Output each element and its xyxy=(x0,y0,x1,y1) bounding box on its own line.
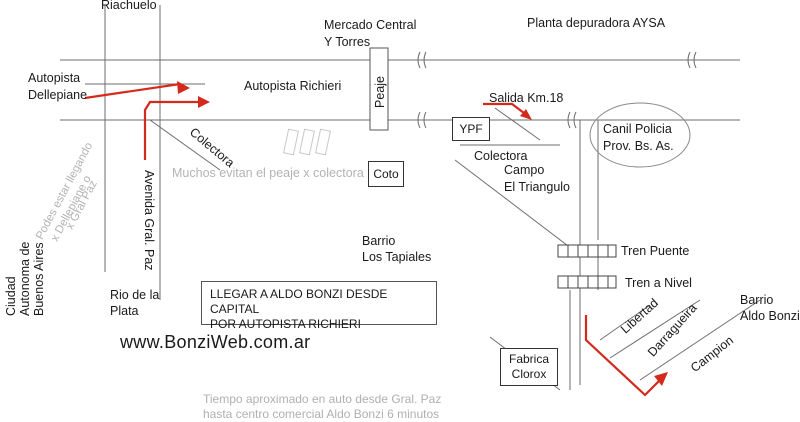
label-peaje: Peaje xyxy=(373,76,387,108)
route-bonzi xyxy=(584,315,661,397)
route-gral-paz xyxy=(143,100,200,160)
note-line-1: Tiempo aproximado en auto desde Gral. Pa… xyxy=(203,392,442,406)
route-salida xyxy=(483,102,529,117)
label-plata: Plata xyxy=(110,304,139,318)
label-ciudad: Ciudad xyxy=(4,276,18,316)
label-los-tapiales: Los Tapiales xyxy=(362,250,432,264)
road-colectora-diag xyxy=(149,119,221,171)
label-autonoma-de: Autonoma de xyxy=(18,241,32,316)
label-riachuelo: Riachuelo xyxy=(101,0,157,12)
label-mercado-central: Mercado Central xyxy=(324,18,417,32)
route-dellepiane xyxy=(84,82,181,100)
label-el-triangulo: El Triangulo xyxy=(504,180,571,194)
toll-booth xyxy=(369,47,389,131)
label-muchos-evitan: Muchos evitan el peaje x colectora xyxy=(172,166,364,180)
ypf-station: YPF xyxy=(452,117,490,141)
arrow-gral-paz xyxy=(198,96,210,108)
label-canil-policia: Canil Policia xyxy=(603,122,672,136)
label-prov-bs-as: Prov. Bs. As. xyxy=(603,139,674,153)
arrow-bonzi xyxy=(654,372,668,386)
arrow-salida xyxy=(520,109,532,120)
title-box: LLEGAR A ALDO BONZI DESDE CAPITAL POR AU… xyxy=(201,281,437,331)
label-rio-de-la: Rio de la xyxy=(110,288,160,302)
label-salida-km18: Salida Km.18 xyxy=(489,91,564,105)
label-ypf: YPF xyxy=(459,122,483,136)
canil-area xyxy=(589,102,691,168)
label-barrio-tapiales: Barrio xyxy=(362,234,396,248)
label-colectora-right: Colectora xyxy=(474,149,528,163)
coto-store: Coto xyxy=(368,161,404,187)
label-coto: Coto xyxy=(373,167,399,181)
tren-nivel-track xyxy=(557,275,617,289)
road-colectora-right xyxy=(454,159,581,256)
note-line-2: hasta centro comercial Aldo Bonzi 6 minu… xyxy=(203,407,440,421)
label-y-torres: Y Torres xyxy=(324,35,371,49)
label-autopista-richieri: Autopista Richieri xyxy=(244,79,342,93)
title-line-1: LLEGAR A ALDO BONZI DESDE CAPITAL xyxy=(210,287,388,316)
label-planta-aysa: Planta depuradora AYSA xyxy=(527,16,666,30)
label-campo: Campo xyxy=(504,163,545,177)
label-aldo-bonzi: Aldo Bonzi xyxy=(740,309,800,323)
label-dellepiane: Dellepiane xyxy=(28,88,88,102)
tren-puente-track xyxy=(557,244,617,258)
label-clorox: Clorox xyxy=(511,367,547,381)
website-link[interactable]: www.BonziWeb.com.ar xyxy=(120,332,311,352)
label-avenida-gral-paz: Avenida Gral. Paz xyxy=(142,170,156,271)
label-autopista: Autopista xyxy=(28,71,81,85)
road-break-south xyxy=(417,111,427,129)
label-tren-puente: Tren Puente xyxy=(621,244,690,258)
arrow-dellepiane xyxy=(177,81,190,94)
label-buenos-aires: Buenos Aires xyxy=(32,242,46,316)
label-barrio-bonzi: Barrio xyxy=(740,293,774,307)
fabrica-clorox: Fabrica Clorox xyxy=(500,348,558,386)
title-line-2: POR AUTOPISTA RICHIERI xyxy=(210,317,361,331)
label-tren-nivel: Tren a Nivel xyxy=(625,276,692,290)
travel-time-note: Tiempo aproximado en auto desde Gral. Pa… xyxy=(203,392,441,422)
road-break-north xyxy=(417,51,427,69)
label-fabrica: Fabrica xyxy=(508,352,549,366)
